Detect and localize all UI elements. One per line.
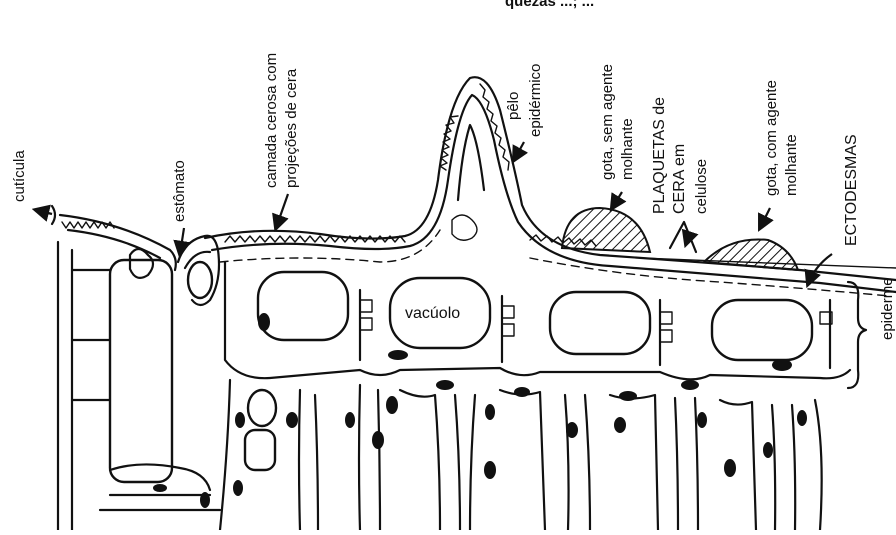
arrow-pelo	[514, 142, 524, 160]
label-ectodesmas: ECTODESMAS	[843, 134, 860, 246]
arrow-camada	[276, 194, 288, 228]
vacuole-label: vacúolo	[405, 305, 460, 322]
label-cuticula: cutícula	[11, 150, 28, 202]
label-camada-line2: projeções de cera	[283, 68, 300, 188]
label-pelo-line1: pêlo	[505, 92, 522, 120]
palisade-cells	[220, 380, 822, 530]
wax-platelets-marker	[670, 222, 696, 252]
label-camada-line1: camada cerosa com	[263, 53, 280, 188]
label-estomato: estômato	[171, 160, 188, 222]
label-plaquetas-line1: PLAQUETAS de	[651, 97, 668, 214]
label-gota-sem-line2: molhante	[619, 118, 636, 180]
arrow-gota-sem	[612, 192, 622, 208]
label-gota-sem-line1: gota, sem agente	[599, 64, 616, 180]
label-pelo-line2: epidérmico	[527, 64, 544, 137]
label-plaquetas-line2: CERA em	[671, 144, 688, 214]
arrow-ectodesmas	[808, 254, 832, 284]
epidermis-brace	[848, 282, 866, 388]
droplet-with-wetting-agent	[704, 239, 798, 270]
arrow-gota-com	[760, 208, 770, 228]
label-epiderme: epiderme	[879, 277, 896, 340]
epidermal-cells	[225, 262, 850, 379]
label-plaquetas-line3: celulose	[693, 159, 710, 214]
arrow-cuticula	[36, 210, 52, 214]
label-gota-com-line2: molhante	[783, 134, 800, 196]
stomate-region	[178, 236, 219, 305]
header-fragment: quezas ...; ...	[505, 0, 594, 10]
droplet-without-wetting-agent	[562, 208, 650, 252]
label-gota-com-line1: gota, com agente	[763, 80, 780, 196]
